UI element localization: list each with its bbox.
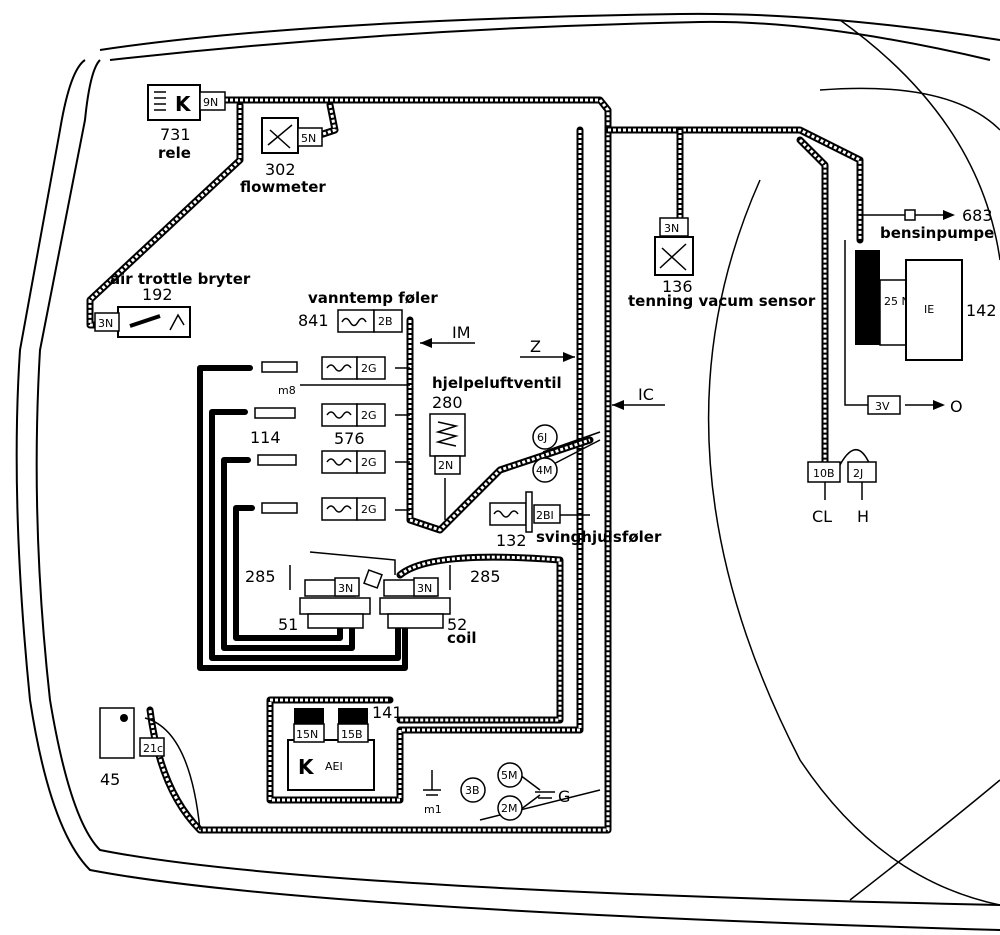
- fuel-pump-number: 683: [962, 206, 993, 225]
- component-45-conn: 21c: [143, 742, 163, 755]
- coil-unit: 3N 3N 285 285 51 52 coil: [245, 567, 501, 647]
- ground-m8-label: m8: [278, 384, 296, 397]
- module-142: 25 N IE 142: [855, 250, 997, 361]
- connector-2j: 2J: [853, 467, 863, 480]
- injector-2: 2G: [254, 403, 386, 427]
- injector-number: 576: [334, 429, 365, 448]
- coil-name: coil: [447, 629, 476, 647]
- car-body-outline: [15, 12, 1000, 931]
- arrow-o-label: O: [950, 397, 963, 416]
- aux-air-name: hjelpeluftventil: [432, 374, 562, 392]
- connector-3v: 3V: [875, 400, 890, 413]
- label-cl: CL: [812, 507, 832, 526]
- throttle-number: 192: [142, 285, 173, 304]
- relay-name: rele: [158, 144, 191, 162]
- coil-52-number: 52: [447, 615, 467, 634]
- ecu-conn-a: 15N: [296, 728, 318, 741]
- ecu-conn-b: 15B: [341, 728, 363, 741]
- vacuum-name: tenning vacum sensor: [628, 292, 816, 310]
- capacitor-left-number: 285: [245, 567, 276, 586]
- splice-6j: 6J: [537, 431, 547, 444]
- flywheel-number: 132: [496, 531, 527, 550]
- water-temp-name: vanntemp føler: [308, 289, 438, 307]
- aux-air-conn-label: 2N: [438, 459, 453, 472]
- water-temp-sensor-841: 2B 841 vanntemp føler: [298, 289, 438, 333]
- vacuum-number: 136: [662, 277, 693, 296]
- ecu-icon: K: [298, 755, 315, 779]
- relay-731: 9N K 731 rele: [147, 84, 226, 162]
- arrow-ic-label: IC: [638, 385, 654, 404]
- flywheel-name: svinghjulsføler: [536, 528, 662, 546]
- spark-plug-number: 114: [250, 428, 281, 447]
- relay-conn-label: 9N: [203, 96, 218, 109]
- fuel-pump-683: 683 bensinpumpe: [880, 206, 994, 242]
- flywheel-conn-label: 2BI: [536, 509, 554, 522]
- aux-air-number: 280: [432, 393, 463, 412]
- injector-2-conn: 2G: [361, 409, 377, 422]
- flowmeter-302: 5N 302 flowmeter: [240, 117, 326, 196]
- ecu-number: 141: [372, 703, 403, 722]
- splice-4m: 4M: [536, 464, 553, 477]
- coil-51-conn: 3N: [338, 582, 353, 595]
- injector-1-conn: 2G: [361, 362, 377, 375]
- coil-52-conn: 3N: [417, 582, 432, 595]
- coil-51-number: 51: [278, 615, 298, 634]
- module-inner-label: IE: [924, 303, 934, 316]
- relay-icon: K: [175, 92, 192, 116]
- flowmeter-conn-label: 5N: [301, 132, 316, 145]
- injector-4-conn: 2G: [361, 503, 377, 516]
- fuel-pump-name: bensinpumpe: [880, 224, 994, 242]
- injector-3-conn: 2G: [361, 456, 377, 469]
- vacuum-conn-label: 3N: [664, 222, 679, 235]
- main-harness: [86, 96, 864, 834]
- aux-air-valve-280: 2N 280 hjelpeluftventil: [429, 374, 562, 475]
- component-45-number: 45: [100, 770, 120, 789]
- right-connectors: 3V O 10B 2J CL H: [807, 395, 963, 526]
- throttle-switch-192: 3N 192 air trottle bryter: [94, 270, 251, 338]
- relay-number: 731: [160, 125, 191, 144]
- grounds: m1 G: [423, 787, 570, 816]
- spark-plug-cables: [197, 365, 408, 671]
- label-h: H: [857, 507, 869, 526]
- injector-4: 2G: [261, 497, 386, 521]
- water-temp-number: 841: [298, 311, 329, 330]
- flywheel-sensor-132: 2BI 132 svinghjulsføler: [489, 491, 662, 550]
- flowmeter-number: 302: [265, 160, 296, 179]
- injector-3: 2G: [257, 450, 386, 474]
- ground-g-label: G: [558, 787, 570, 806]
- arrow-z-label: Z: [530, 337, 541, 356]
- throttle-name: air trottle bryter: [110, 270, 251, 288]
- ground-m1-label: m1: [424, 803, 442, 816]
- module-number: 142: [966, 301, 997, 320]
- arrow-im-label: IM: [452, 323, 471, 342]
- capacitor-right-number: 285: [470, 567, 501, 586]
- thin-wires: [144, 214, 905, 831]
- vacuum-sensor-136: 3N 136 tenning vacum sensor: [628, 217, 816, 310]
- arrows: [420, 210, 955, 410]
- water-temp-conn-label: 2B: [378, 315, 393, 328]
- splice-5m: 5M: [501, 769, 518, 782]
- ecu-inner-label: AEI: [325, 760, 343, 773]
- component-45: 21c 45: [99, 707, 165, 789]
- connector-10b: 10B: [813, 467, 835, 480]
- injectors: 2G 2G 2G 2G m8 114 576: [250, 356, 386, 521]
- arrow-labels: IM Z IC: [452, 323, 654, 404]
- module-conn-label: 25 N: [884, 295, 910, 308]
- injector-1: 2G: [261, 356, 386, 380]
- throttle-conn-label: 3N: [98, 317, 113, 330]
- splice-3b: 3B: [465, 784, 480, 797]
- ecu-141: 15N 15B K AEI 141: [287, 703, 403, 791]
- splice-2m: 2M: [501, 802, 518, 815]
- flowmeter-name: flowmeter: [240, 178, 326, 196]
- splices: 6J 4M 3B 5M 2M: [460, 424, 558, 821]
